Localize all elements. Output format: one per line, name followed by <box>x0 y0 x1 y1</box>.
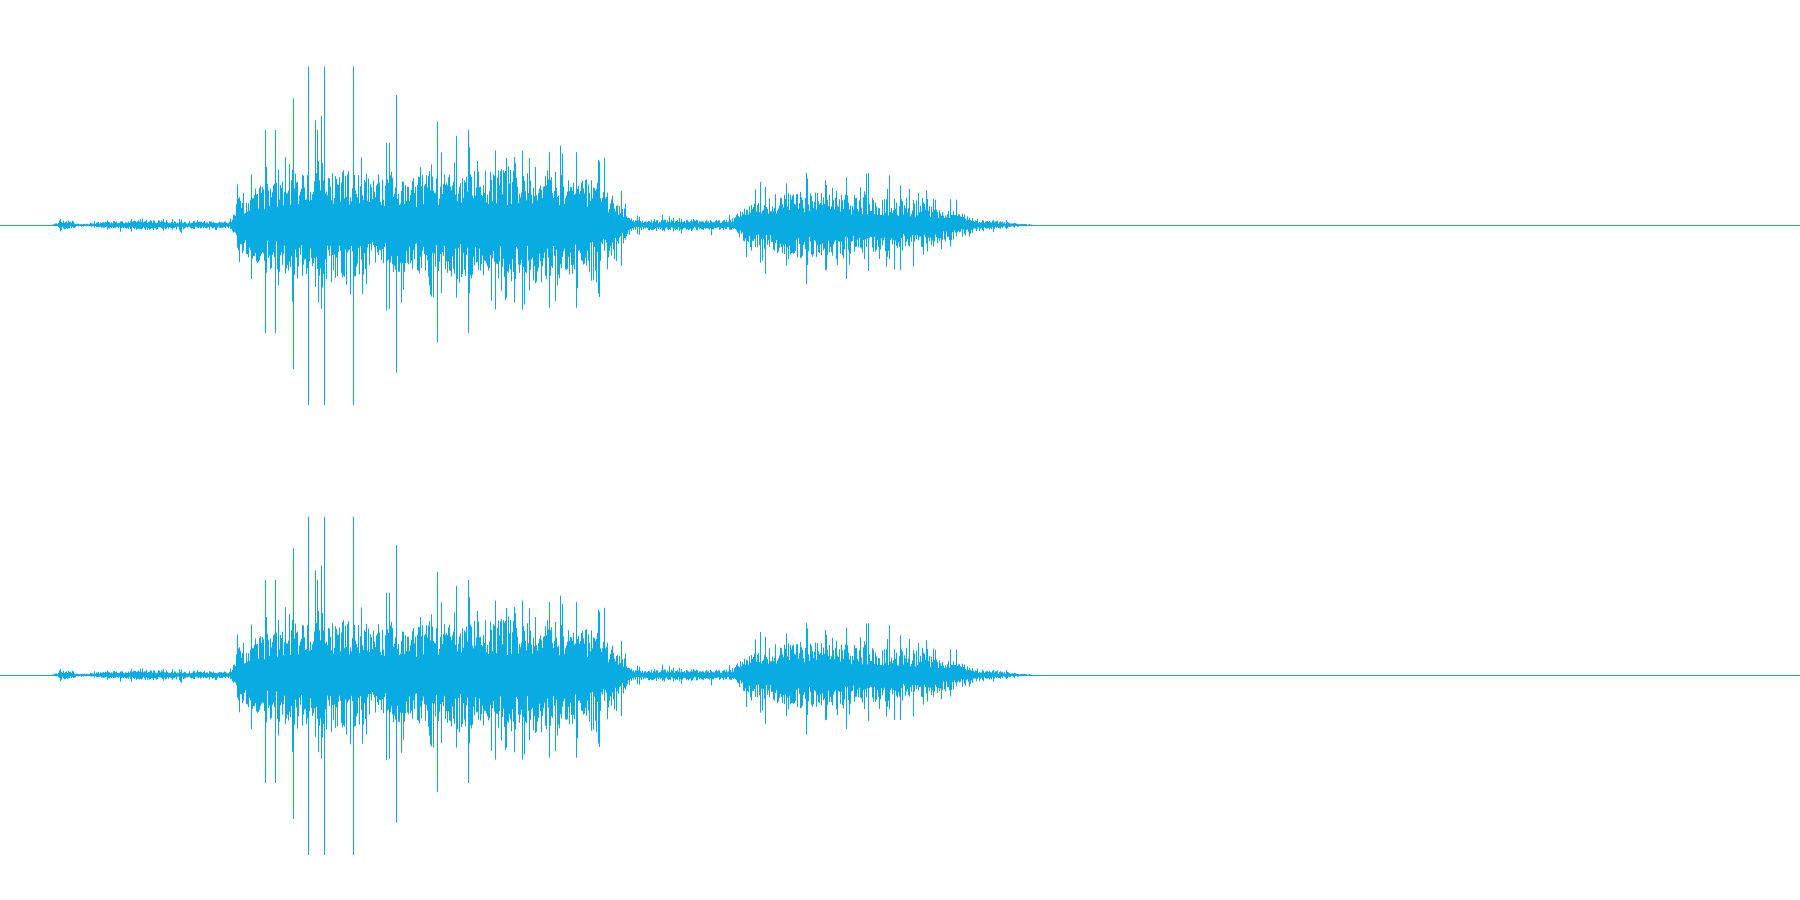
channel-1-waveform <box>51 66 1032 405</box>
channel-2-waveform <box>51 516 1032 855</box>
waveform-channel-2 <box>0 516 1800 855</box>
waveform-channel-1 <box>0 66 1800 405</box>
